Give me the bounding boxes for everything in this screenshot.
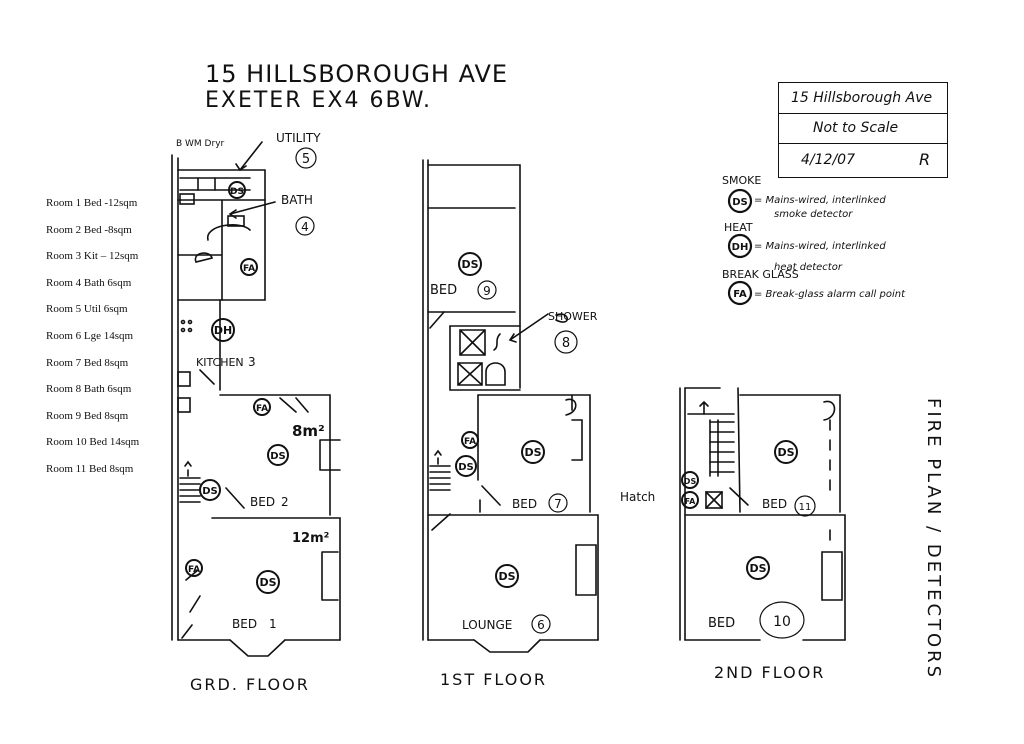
lounge-label: LOUNGE <box>462 618 512 632</box>
legend-glass-desc: = Break-glass alarm call point <box>754 289 906 300</box>
bath-number: 4 <box>301 220 309 234</box>
detector-fa-kitchen: FA <box>243 264 255 274</box>
room-list-item: Room 7 Bed 8sqm <box>46 356 129 369</box>
detector-ds-landing2: DS <box>684 477 697 486</box>
detector-ds-hall: DS <box>202 486 218 497</box>
address-line-1: 15 HILLSBOROUGH AVE <box>205 60 509 88</box>
bed9-number: 9 <box>483 284 491 298</box>
info-date-row: 4/12/07 R <box>779 143 947 175</box>
detector-ds-bed10: DS <box>749 562 766 575</box>
room-list-item: Room 5 Util 6sqm <box>46 303 128 316</box>
detector-fa-landing2: FA <box>685 497 697 506</box>
info-scale-row: Not to Scale <box>779 113 947 144</box>
bath-label: BATH <box>281 193 313 207</box>
bed7-number: 7 <box>554 497 562 511</box>
bed2-number: 2 <box>281 495 289 509</box>
detector-ds-lounge: DS <box>498 570 515 583</box>
utility-label: UTILITY <box>276 131 321 145</box>
detector-dh-kitchen: DH <box>214 324 232 337</box>
bed11-label: BED <box>762 497 787 511</box>
legend-heat-code: DH <box>732 242 749 253</box>
legend-glass-code: FA <box>733 289 747 300</box>
info-box: 15 Hillsborough Ave Not to Scale 4/12/07… <box>778 82 948 178</box>
bed7-label: BED <box>512 497 537 511</box>
lounge-number: 6 <box>537 618 545 632</box>
shower-number: 8 <box>562 336 570 351</box>
shower-label: SHOWER <box>548 310 598 323</box>
bed2-label: BED <box>250 495 275 509</box>
detector-ds-landing: DS <box>458 462 474 473</box>
room-list-item: Room 6 Lge 14sqm <box>46 329 134 342</box>
detector-ds-bed2: DS <box>270 451 286 462</box>
room-list-item: Room 3 Kit – 12sqm <box>46 250 139 263</box>
legend-smoke-desc2: smoke detector <box>774 209 853 220</box>
kitchen-label: KITCHEN <box>196 356 244 369</box>
hatch-label: Hatch <box>620 490 655 504</box>
bed2-area: 8m² <box>292 422 325 440</box>
legend-heat-desc1: = Mains-wired, interlinked <box>754 241 886 252</box>
room-list-item: Room 4 Bath 6sqm <box>46 276 132 289</box>
room-list: Room 1 Bed -12sqm Room 2 Bed -8sqm Room … <box>46 196 139 489</box>
room-list-item: Room 1 Bed -12sqm <box>46 197 138 209</box>
detector-ds-utility: DS <box>230 187 244 197</box>
info-address-row: 15 Hillsborough Ave <box>779 83 947 114</box>
info-initials: R <box>919 150 931 169</box>
bed10-number: 10 <box>773 614 791 630</box>
utility-number: 5 <box>302 152 310 167</box>
room-list-item: Room 10 Bed 14sqm <box>46 436 140 449</box>
legend-symbols <box>727 188 753 306</box>
info-address: 15 Hillsborough Ave <box>791 90 933 106</box>
first-floor-label: 1ST FLOOR <box>440 670 547 689</box>
legend-heat-title: HEAT <box>724 221 753 234</box>
detector-fa-landing: FA <box>464 437 476 447</box>
ground-floor-label: GRD. FLOOR <box>190 675 310 694</box>
legend-smoke-code: DS <box>732 197 748 208</box>
legend-smoke-desc1: = Mains-wired, interlinked <box>754 195 886 206</box>
legend-heat-desc2: heat detector <box>774 262 843 273</box>
kitchen-number: 3 <box>248 355 256 369</box>
detector-ds-bed7: DS <box>524 446 541 459</box>
bed1-label: BED <box>232 617 257 631</box>
legend-glass-title: BREAK GLASS <box>722 268 799 281</box>
bed1-area: 12m² <box>292 531 329 546</box>
bed1-number: 1 <box>269 617 277 631</box>
bed11-number: 11 <box>799 502 812 513</box>
first-floor-plan <box>422 159 599 653</box>
bed10-label: BED <box>708 616 735 631</box>
room-list-item: Room 9 Bed 8sqm <box>46 409 129 422</box>
detector-ds-bed1: DS <box>259 576 276 589</box>
bed9-label: BED <box>430 283 457 298</box>
second-floor-plan <box>679 387 846 641</box>
address-line-2: EXETER EX4 6BW. <box>205 88 432 113</box>
room-list-item: Room 2 Bed -8sqm <box>46 223 132 236</box>
info-date: 4/12/07 <box>801 152 855 168</box>
info-scale: Not to Scale <box>813 120 899 136</box>
room-list-item: Room 11 Bed 8sqm <box>46 462 134 475</box>
legend-smoke-title: SMOKE <box>722 174 761 187</box>
room-list-item: Room 8 Bath 6sqm <box>46 383 132 396</box>
appliances-label: B WM Dryr <box>176 139 225 149</box>
detector-ds-bed9: DS <box>461 258 478 271</box>
second-floor-label: 2ND FLOOR <box>714 663 825 682</box>
detector-ds-bed11: DS <box>777 446 794 459</box>
detector-fa-hall: FA <box>188 565 200 575</box>
detector-fa-bed2: FA <box>256 404 268 414</box>
ground-floor-plan <box>171 141 341 657</box>
